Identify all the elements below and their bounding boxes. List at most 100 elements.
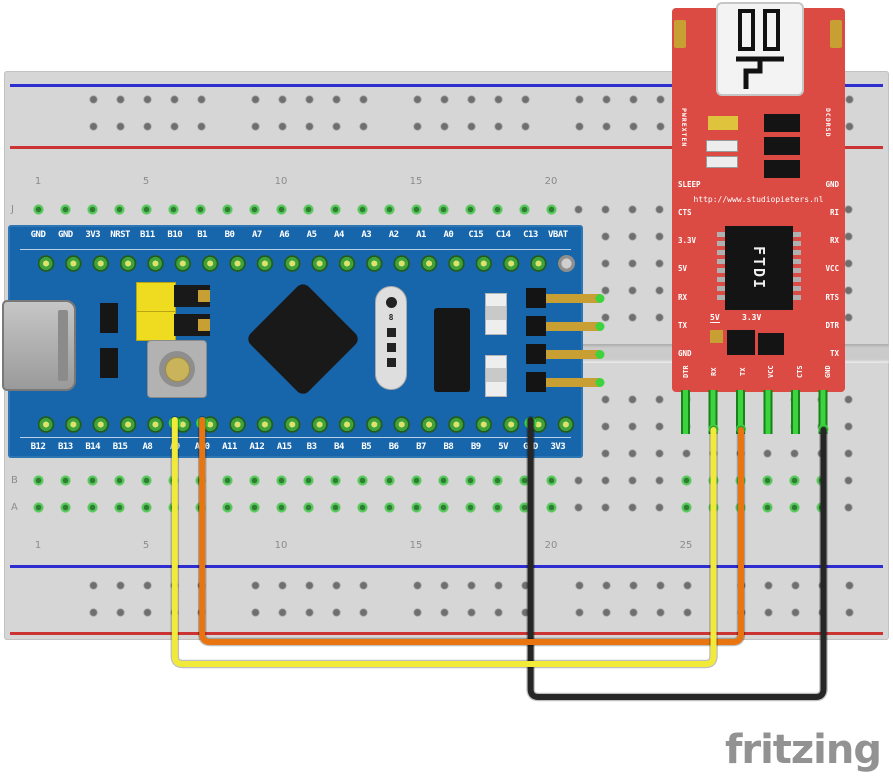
crystal-oscillator: 8 [375,286,407,390]
column-number: 25 [679,540,693,551]
pin-label: VCC [767,365,776,379]
pin-label: TX [738,367,747,377]
reset-button-cap[interactable] [164,356,190,382]
pin-label: B13 [57,442,73,452]
pin-label: CTS [678,208,692,218]
crystal-dot [385,297,397,308]
bottom-rail-holes[interactable] [80,572,865,626]
boot1-jumper[interactable] [136,311,176,341]
pin-label: CTS [795,365,804,379]
gold-pad [830,20,842,48]
pin-label: GND [825,180,839,189]
smd-component [706,140,738,152]
swd-header-pins [546,294,600,387]
pin-label: RX [829,236,839,246]
pin-label: SLEEP [678,180,701,189]
usb-connector[interactable] [716,2,804,96]
pwrexten-label: PWREXTEN [680,108,688,148]
pin-label: GND [678,348,692,358]
pin-label: 5V [498,442,509,452]
fritzing-logo: fritzing [724,727,882,773]
capacitor [100,348,118,378]
boot0-jumper[interactable] [136,282,176,312]
rtc-crystal [434,308,470,392]
pin-label: GND [57,230,73,240]
boot1-pin [198,319,210,331]
pin-label: A10 [194,442,210,452]
bottom-rail-red-line [10,632,883,635]
vbat-pin[interactable] [558,255,575,272]
jumper-5v-label: 5V [710,313,720,323]
crystal-pad [386,358,396,367]
pin-label: A0 [443,230,454,240]
bluepill-top-pin-row[interactable] [38,255,576,272]
bluepill-bottom-pin-row[interactable] [38,416,576,433]
chip-legs [717,232,725,304]
pin-label: B1 [197,230,208,240]
column-number: 20 [544,176,558,187]
pin-label: A11 [222,442,237,452]
pin-label: B8 [443,442,454,452]
pin-label: B5 [361,442,372,452]
reset-button[interactable] [147,340,207,398]
micro-usb-connector[interactable] [2,300,76,391]
pin-label: RX [710,367,719,377]
connected-rows-ba-right [673,467,835,521]
pin-label: TX [829,348,839,358]
pin-label: B15 [112,442,128,452]
pin-label: A7 [251,230,262,240]
ftdi-board[interactable]: PWREXTEN DCDRSD http://www.studiopieters… [672,2,845,392]
stm32-chip [245,281,361,397]
swd-header[interactable] [526,288,546,392]
pin-label: A4 [334,230,344,240]
column-number: 15 [409,540,423,551]
url-text: http://www.studiopieters.nl [693,195,824,204]
silkscreen-line [20,249,571,250]
pin-label: B7 [416,442,426,452]
pin-label: A2 [388,230,399,240]
column-number: 5 [142,540,150,551]
pin-label: B14 [85,442,101,452]
crystal-pad [386,328,396,337]
top-rail-blue-line [10,84,883,87]
voltage-jumper[interactable] [710,330,723,343]
pin-label: DTR [682,365,690,379]
capacitor [100,303,118,333]
column-number: 10 [274,540,288,551]
pin-label: A1 [416,230,426,240]
pin-label: A6 [279,230,290,240]
pin-label: B11 [140,230,155,240]
pin-label: B0 [224,230,235,240]
pin-label: B4 [334,442,344,452]
ftdi-header-pins[interactable] [681,390,829,434]
row-letter: J [11,204,14,215]
pin-label: A3 [361,230,372,240]
ftdi-chip-label: FTDI [750,245,768,291]
pin-label: RX [678,292,688,302]
pin-label: B3 [306,442,317,452]
pin-label: A12 [249,442,265,452]
pin-label: B10 [167,230,183,240]
pin-label: DTR [825,320,839,330]
pin-label: B9 [470,442,481,452]
pin-label: A15 [276,442,292,452]
smd-component [708,116,738,130]
pin-label: B6 [388,442,399,452]
crystal-pad [386,343,396,352]
pin-label: C13 [523,230,538,240]
smd-component [758,333,784,355]
pin-label: TX [678,320,688,330]
connected-rows-ba-left [25,467,565,521]
pin-label: 3V3 [550,442,566,452]
ftdi-chip[interactable]: FTDI [725,226,793,310]
pin-label: 5V [678,264,688,274]
reset-button-ring [159,351,195,387]
pin-label: A5 [306,230,317,240]
